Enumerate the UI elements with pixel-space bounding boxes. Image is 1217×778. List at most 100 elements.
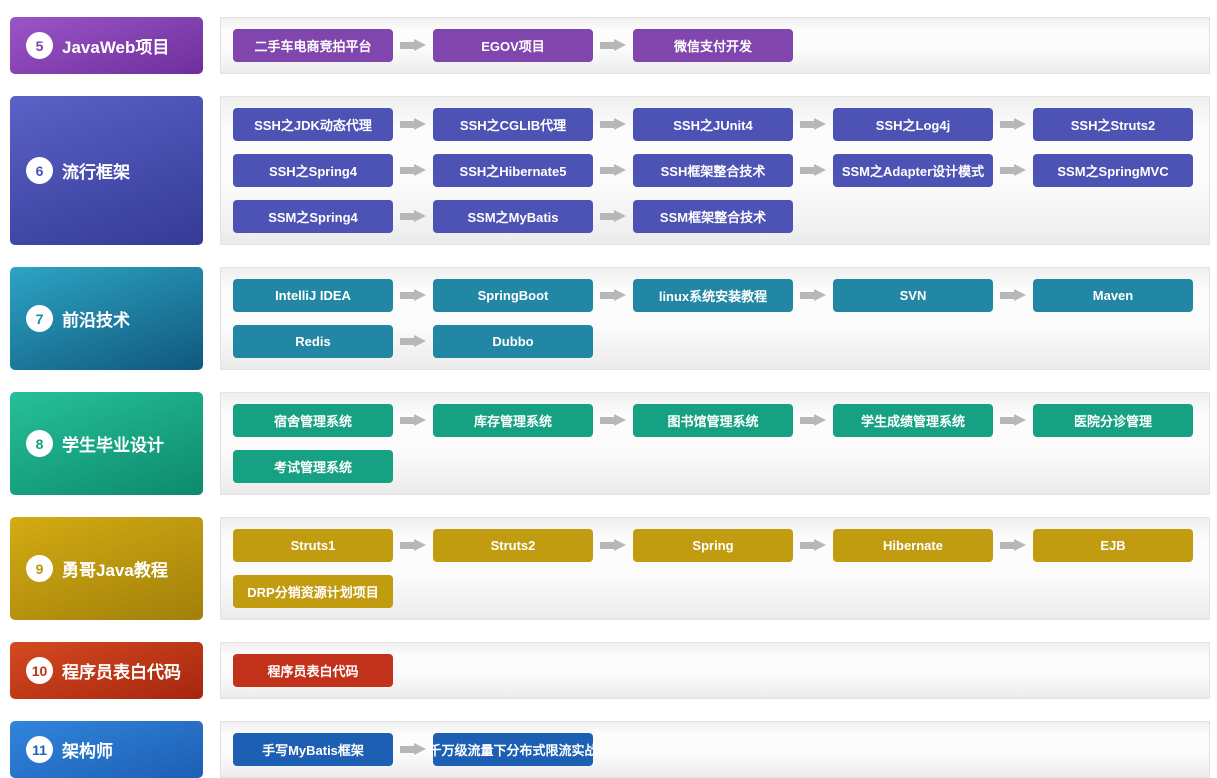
flow-arrow-cell <box>393 164 433 177</box>
course-row: SSH之JDK动态代理 SSH之CGLIB代理 SSH之JUnit4 SSH之Log4… <box>233 108 1197 141</box>
flow-arrow-cell <box>793 414 833 427</box>
course-button[interactable]: SSH之JDK动态代理 <box>233 108 393 141</box>
course-button[interactable]: 图书馆管理系统 <box>633 404 793 437</box>
course-button[interactable]: Redis <box>233 325 393 358</box>
course-button[interactable]: Hibernate <box>833 529 993 562</box>
flow-arrow-cell <box>593 118 633 131</box>
flow-arrow-cell <box>993 539 1033 552</box>
course-button[interactable]: linux系统安装教程 <box>633 279 793 312</box>
section-header-9[interactable]: 9 勇哥Java教程 <box>10 517 203 620</box>
course-button[interactable]: 千万级流量下分布式限流实战 <box>429 733 598 766</box>
course-row: 考试管理系统 <box>233 450 1197 483</box>
section-number-badge: 9 <box>26 555 53 582</box>
right-arrow-icon <box>400 164 426 177</box>
right-arrow-icon <box>400 539 426 552</box>
course-button[interactable]: 手写MyBatis框架 <box>233 733 393 766</box>
section-title: JavaWeb项目 <box>62 38 170 57</box>
right-arrow-icon <box>1000 118 1026 131</box>
course-button[interactable]: SSM之MyBatis <box>433 200 593 233</box>
course-button[interactable]: 微信支付开发 <box>633 29 793 62</box>
section-panel-8: 宿舍管理系统 库存管理系统 图书馆管理系统 学生成绩管理系统 医院分诊管理考试管理系统 <box>220 392 1210 495</box>
course-button[interactable]: SSH之CGLIB代理 <box>433 108 593 141</box>
section-title: 前沿技术 <box>62 311 130 330</box>
course-row: SSM之Spring4 SSM之MyBatis SSM框架整合技术 <box>233 200 1197 233</box>
flow-arrow-cell <box>993 414 1033 427</box>
course-button[interactable]: SSM框架整合技术 <box>633 200 793 233</box>
course-button[interactable]: EGOV项目 <box>433 29 593 62</box>
course-button[interactable]: SSH之JUnit4 <box>633 108 793 141</box>
course-button[interactable]: 宿舍管理系统 <box>233 404 393 437</box>
right-arrow-icon <box>800 289 826 302</box>
right-arrow-icon <box>400 289 426 302</box>
right-arrow-icon <box>600 118 626 131</box>
course-button[interactable]: 医院分诊管理 <box>1033 404 1193 437</box>
flow-arrow-cell <box>393 539 433 552</box>
section-title: 勇哥Java教程 <box>62 561 168 580</box>
course-button[interactable]: SSM之Adapter设计模式 <box>833 154 993 187</box>
right-arrow-icon <box>1000 289 1026 302</box>
section-9: 9 勇哥Java教程 Struts1 Struts2 Spring Hibernate EJ… <box>10 517 1210 620</box>
section-panel-7: IntelliJ IDEA SpringBoot linux系统安装教程 SVN Mav… <box>220 267 1210 370</box>
section-5: 5 JavaWeb项目 二手车电商竞拍平台 EGOV项目 微信支付开发 <box>10 17 1210 74</box>
course-button[interactable]: SVN <box>833 279 993 312</box>
section-number-badge: 10 <box>26 657 53 684</box>
course-button[interactable]: SSM之Spring4 <box>233 200 393 233</box>
course-button[interactable]: SSH之Log4j <box>833 108 993 141</box>
section-number-badge: 6 <box>26 157 53 184</box>
right-arrow-icon <box>600 289 626 302</box>
course-button[interactable]: Struts2 <box>433 529 593 562</box>
course-button[interactable]: EJB <box>1033 529 1193 562</box>
section-panel-5: 二手车电商竞拍平台 EGOV项目 微信支付开发 <box>220 17 1210 74</box>
right-arrow-icon <box>800 539 826 552</box>
flow-arrow-cell <box>793 118 833 131</box>
course-button[interactable]: DRP分销资源计划项目 <box>233 575 393 608</box>
course-button[interactable]: 程序员表白代码 <box>233 654 393 687</box>
flow-arrow-cell <box>393 335 433 348</box>
course-button[interactable]: 学生成绩管理系统 <box>833 404 993 437</box>
right-arrow-icon <box>800 414 826 427</box>
section-header-5[interactable]: 5 JavaWeb项目 <box>10 17 203 74</box>
course-button[interactable]: Maven <box>1033 279 1193 312</box>
flow-arrow-cell <box>593 539 633 552</box>
course-button[interactable]: SSH之Hibernate5 <box>433 154 593 187</box>
course-button[interactable]: Spring <box>633 529 793 562</box>
right-arrow-icon <box>600 39 626 52</box>
flow-arrow-cell <box>793 539 833 552</box>
right-arrow-icon <box>600 539 626 552</box>
course-button[interactable]: 考试管理系统 <box>233 450 393 483</box>
flow-arrow-cell <box>593 164 633 177</box>
course-button[interactable]: SSM之SpringMVC <box>1033 154 1193 187</box>
right-arrow-icon <box>600 414 626 427</box>
right-arrow-icon <box>600 164 626 177</box>
course-button[interactable]: Dubbo <box>433 325 593 358</box>
course-button[interactable]: SSH之Struts2 <box>1033 108 1193 141</box>
flow-arrow-cell <box>593 289 633 302</box>
course-button[interactable]: 二手车电商竞拍平台 <box>233 29 393 62</box>
course-button[interactable]: SpringBoot <box>433 279 593 312</box>
course-row: 宿舍管理系统 库存管理系统 图书馆管理系统 学生成绩管理系统 医院分诊管理 <box>233 404 1197 437</box>
course-button[interactable]: SSH框架整合技术 <box>633 154 793 187</box>
flow-arrow-cell <box>993 164 1033 177</box>
section-panel-6: SSH之JDK动态代理 SSH之CGLIB代理 SSH之JUnit4 SSH之Log4… <box>220 96 1210 245</box>
course-button[interactable]: Struts1 <box>233 529 393 562</box>
course-button[interactable]: IntelliJ IDEA <box>233 279 393 312</box>
right-arrow-icon <box>800 164 826 177</box>
course-row: SSH之Spring4 SSH之Hibernate5 SSH框架整合技术 SSM之Ad… <box>233 154 1197 187</box>
section-number-badge: 5 <box>26 32 53 59</box>
flow-arrow-cell <box>593 39 633 52</box>
course-button[interactable]: 库存管理系统 <box>433 404 593 437</box>
course-row: 手写MyBatis框架 千万级流量下分布式限流实战 <box>233 733 1197 766</box>
right-arrow-icon <box>400 414 426 427</box>
course-button[interactable]: SSH之Spring4 <box>233 154 393 187</box>
right-arrow-icon <box>400 335 426 348</box>
